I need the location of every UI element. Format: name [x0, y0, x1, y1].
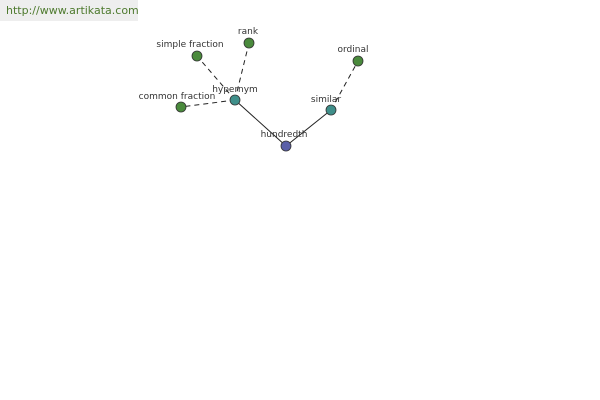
node-similar[interactable] [325, 104, 337, 116]
node-label-ordinal[interactable]: ordinal [338, 45, 369, 55]
node-common-fraction[interactable] [175, 101, 187, 113]
node-ordinal[interactable] [352, 55, 364, 67]
edge-similar-ordinal [330, 60, 359, 111]
edge-hundredth-hypernym [234, 99, 287, 147]
edge-hypernym-rank [234, 42, 250, 101]
nodes-layer [175, 37, 364, 152]
labels-layer: hundredth hypernym similar rank simple fract… [139, 27, 369, 140]
node-label-hypernym[interactable]: hypernym [212, 85, 258, 95]
source-link[interactable]: http://www.artikata.com [6, 4, 139, 17]
node-hypernym[interactable] [229, 94, 241, 106]
node-label-simple-fraction[interactable]: simple fraction [156, 40, 223, 50]
node-label-similar[interactable]: similar [311, 95, 341, 105]
edges-layer [180, 42, 359, 147]
node-label-hundredth[interactable]: hundredth [261, 130, 308, 140]
node-label-common-fraction[interactable]: common fraction [139, 92, 216, 102]
node-hundredth[interactable] [280, 140, 292, 152]
node-rank[interactable] [243, 37, 255, 49]
node-simple-fraction[interactable] [191, 50, 203, 62]
node-label-rank[interactable]: rank [238, 27, 259, 37]
edge-hundredth-similar [285, 109, 332, 147]
edge-hypernym-simple-fraction [196, 55, 236, 101]
edge-hypernym-common-fraction [180, 99, 236, 108]
source-link-banner[interactable]: http://www.artikata.com [0, 0, 139, 21]
